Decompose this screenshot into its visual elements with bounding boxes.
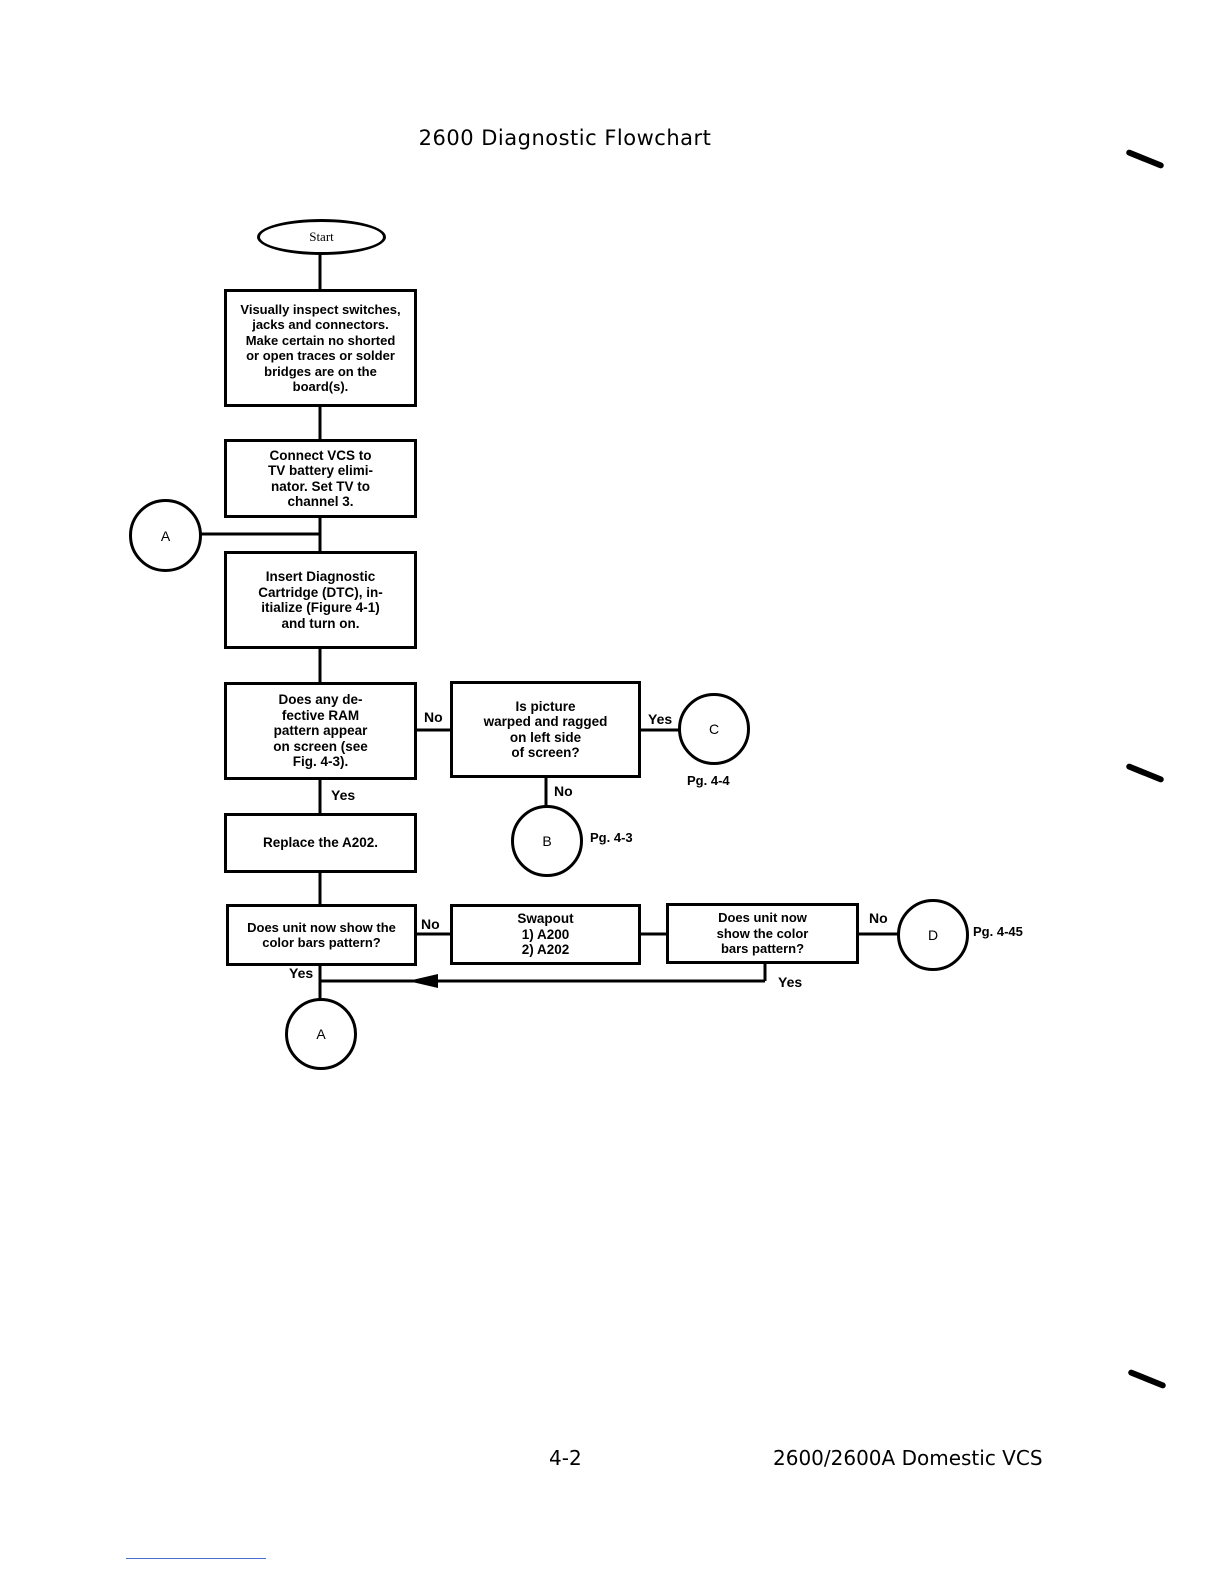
- step-swapout: Swapout 1) A200 2) A202: [450, 904, 641, 965]
- connector-c: C: [678, 693, 750, 765]
- step-replace-a202: Replace the A202.: [224, 813, 417, 873]
- label-ram-no: No: [424, 709, 443, 725]
- step-visual-inspect: Visually inspect switches, jacks and con…: [224, 289, 417, 407]
- page-ref-b: Pg. 4-3: [590, 830, 633, 845]
- step-connect-vcs: Connect VCS to TV battery elimi- nator. …: [224, 439, 417, 518]
- page-ref-d: Pg. 4-45: [973, 924, 1023, 939]
- label-picture-no: No: [554, 783, 573, 799]
- start-terminal: Start: [257, 219, 386, 255]
- label-color2-no: No: [869, 910, 888, 926]
- label-color1-no: No: [421, 916, 440, 932]
- connector-a-entry: A: [129, 499, 202, 572]
- arrowhead-return: [408, 974, 438, 988]
- connector-a-exit: A: [285, 998, 357, 1070]
- page-title: 2600 Diagnostic Flowchart: [418, 126, 712, 150]
- decision-ram-pattern: Does any de- fective RAM pattern appear …: [224, 682, 417, 780]
- decision-picture-warped: Is picture warped and ragged on left sid…: [450, 681, 641, 778]
- connector-b: B: [511, 805, 583, 877]
- footer-title: 2600/2600A Domestic VCS: [773, 1446, 1043, 1470]
- connector-d: D: [897, 899, 969, 971]
- step-insert-cartridge: Insert Diagnostic Cartridge (DTC), in- i…: [224, 551, 417, 649]
- label-ram-yes: Yes: [331, 787, 356, 803]
- label-picture-yes: Yes: [648, 711, 673, 727]
- label-color1-yes: Yes: [289, 965, 314, 981]
- page-edge-line: [126, 1558, 266, 1559]
- decision-color-bars-1: Does unit now show the color bars patter…: [226, 904, 417, 966]
- label-color2-yes: Yes: [778, 974, 803, 990]
- page-number: 4-2: [549, 1446, 582, 1470]
- decision-color-bars-2: Does unit now show the color bars patter…: [666, 903, 859, 964]
- page-ref-c: Pg. 4-4: [687, 773, 730, 788]
